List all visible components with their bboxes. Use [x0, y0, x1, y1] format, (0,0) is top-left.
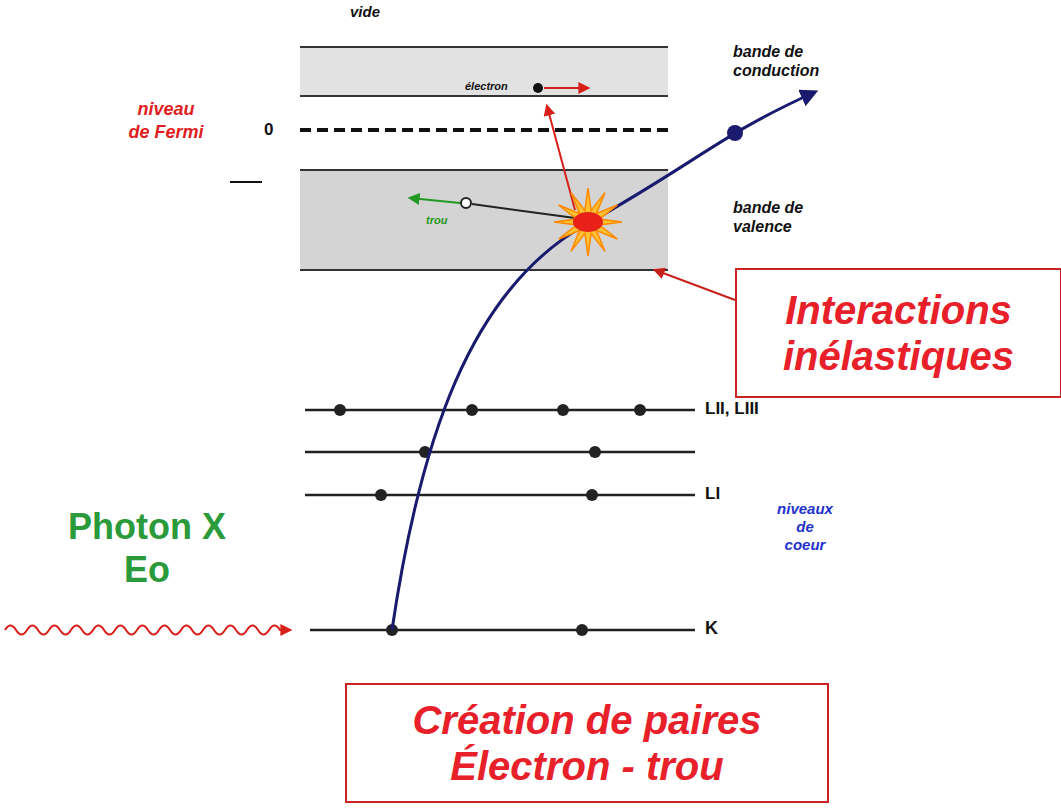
level-label: LI: [705, 484, 720, 504]
callout-box: Création de paires Électron - trou: [345, 683, 829, 803]
level-label: LII, LIII: [705, 399, 759, 419]
valence-band: bande de valencetrou: [300, 170, 668, 270]
conduction-band: bande de conductionélectron: [300, 47, 668, 96]
photon-label: Photon X Eo: [52, 505, 242, 591]
pointer-arrow: [655, 270, 735, 300]
electron-label: électron: [465, 80, 508, 92]
zero-label: 0: [264, 120, 273, 140]
fermi-label: niveau de Fermi: [126, 98, 206, 143]
band-label: bande de valence: [733, 198, 833, 236]
core-levels-label: niveaux de coeur: [776, 500, 834, 554]
level-label: K: [705, 618, 718, 639]
band-label: bande de conduction: [733, 42, 833, 80]
callout-text: Création de paires Électron - trou: [353, 697, 821, 789]
callout-box: Interactions inélastiques: [735, 268, 1061, 398]
callout-text: Interactions inélastiques: [743, 287, 1054, 379]
vacuum-label: vide: [350, 3, 380, 20]
hole-label: trou: [426, 214, 447, 226]
